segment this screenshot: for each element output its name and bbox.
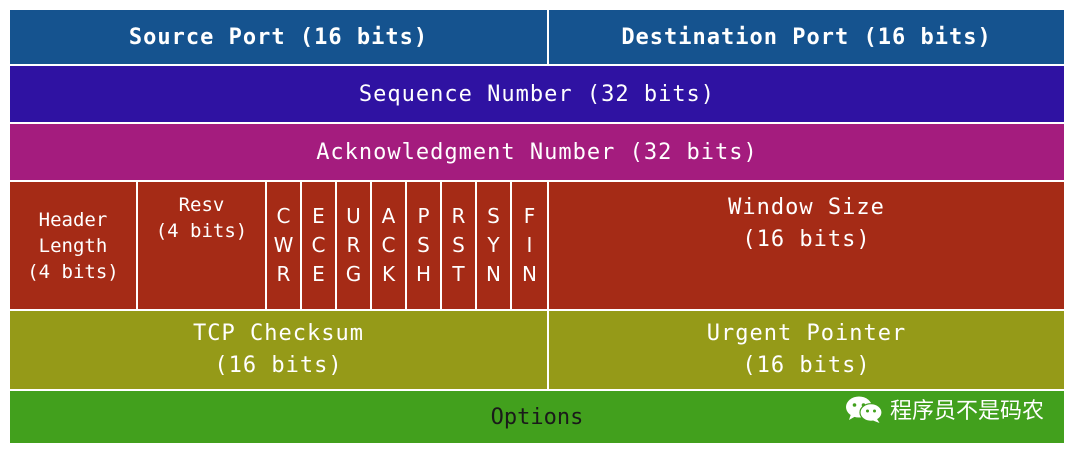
flag-letter: A bbox=[381, 204, 396, 228]
flag-letter: R bbox=[451, 204, 466, 228]
flag-letter: N bbox=[522, 262, 537, 286]
flag-fin: F I N bbox=[510, 180, 549, 311]
flag-ack: A C K bbox=[370, 180, 407, 311]
tcp-checksum-bits: (16 bits) bbox=[214, 353, 343, 378]
flag-letter: T bbox=[452, 262, 465, 286]
flag-letter: E bbox=[312, 204, 325, 228]
flag-letter: R bbox=[276, 262, 291, 286]
header-length-label: Header Length (4 bits) bbox=[27, 208, 119, 283]
flag-rst: R S T bbox=[440, 180, 477, 311]
source-port-field: Source Port (16 bits) bbox=[8, 8, 549, 66]
header-length-field: Header Length (4 bits) bbox=[8, 180, 138, 311]
options-label: Options bbox=[490, 404, 584, 430]
source-port-label: Source Port (16 bits) bbox=[128, 24, 429, 50]
flag-letter: K bbox=[381, 262, 396, 286]
flag-letter: G bbox=[345, 262, 362, 286]
urgent-pointer-bits: (16 bits) bbox=[742, 353, 871, 378]
flag-letter: S bbox=[487, 204, 500, 228]
flag-letter: C bbox=[311, 233, 326, 257]
acknowledgment-number-field: Acknowledgment Number (32 bits) bbox=[8, 122, 1066, 182]
options-field: Options bbox=[8, 389, 1066, 445]
wechat-icon bbox=[845, 396, 883, 423]
flag-letter: P bbox=[417, 204, 430, 228]
flag-letter: S bbox=[417, 233, 430, 257]
flag-letter: F bbox=[523, 204, 536, 228]
flag-letter: I bbox=[526, 233, 533, 257]
watermark: 程序员不是码农 bbox=[844, 392, 1044, 426]
reserved-field: Resv (4 bits) bbox=[136, 180, 267, 311]
flag-letter: C bbox=[381, 233, 396, 257]
flag-urg: U R G bbox=[335, 180, 372, 311]
watermark-text: 程序员不是码农 bbox=[889, 399, 1044, 424]
flag-ece: E C E bbox=[300, 180, 337, 311]
reserved-label: Resv (4 bits) bbox=[155, 194, 248, 242]
destination-port-field: Destination Port (16 bits) bbox=[547, 8, 1066, 66]
flag-cwr: C W R bbox=[265, 180, 302, 311]
flag-letter: S bbox=[452, 233, 465, 257]
urgent-pointer-label: Urgent Pointer bbox=[706, 321, 907, 346]
flag-psh: P S H bbox=[405, 180, 442, 311]
sequence-number-label: Sequence Number (32 bits) bbox=[358, 81, 716, 107]
acknowledgment-number-label: Acknowledgment Number (32 bits) bbox=[316, 139, 758, 165]
flag-syn: S Y N bbox=[475, 180, 512, 311]
destination-port-label: Destination Port (16 bits) bbox=[621, 24, 992, 50]
flag-letter: U bbox=[346, 204, 361, 228]
flag-letter: Y bbox=[487, 233, 500, 257]
window-size-field: Window Size (16 bits) bbox=[547, 180, 1066, 311]
flag-letter: W bbox=[273, 233, 294, 257]
flag-letter: E bbox=[312, 262, 325, 286]
tcp-checksum-field: TCP Checksum (16 bits) bbox=[8, 309, 549, 391]
sequence-number-field: Sequence Number (32 bits) bbox=[8, 64, 1066, 124]
flag-letter: C bbox=[276, 204, 291, 228]
urgent-pointer-field: Urgent Pointer (16 bits) bbox=[547, 309, 1066, 391]
flag-letter: H bbox=[415, 262, 432, 286]
flag-letter: R bbox=[346, 233, 361, 257]
flag-letter: N bbox=[486, 262, 501, 286]
tcp-checksum-label: TCP Checksum bbox=[193, 321, 364, 346]
window-size-bits: (16 bits) bbox=[742, 227, 871, 252]
window-size-label: Window Size bbox=[728, 195, 885, 220]
